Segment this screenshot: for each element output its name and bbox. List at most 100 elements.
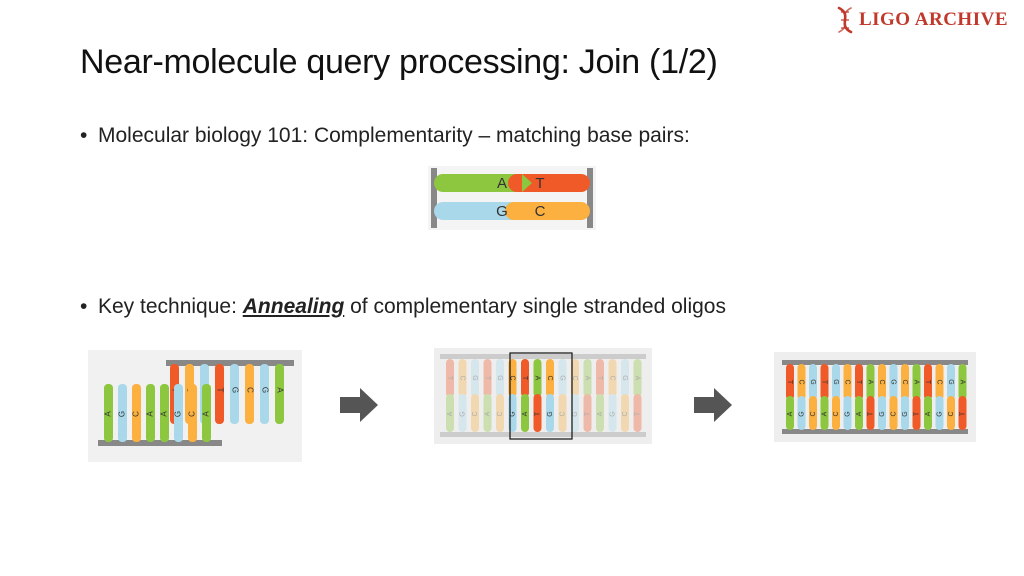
base-pair: AT	[533, 359, 542, 432]
base-pair: TA	[483, 359, 492, 432]
base-letter: G	[902, 411, 909, 416]
base-letter: T	[913, 411, 920, 416]
base-letter: C	[622, 411, 629, 416]
base-letter: G	[947, 379, 954, 384]
base-letter: T	[535, 175, 544, 192]
base-A	[521, 394, 529, 432]
frame-bar	[431, 168, 437, 228]
base-letter: G	[809, 379, 816, 384]
base-letter: A	[584, 376, 591, 381]
base-letter: C	[936, 379, 943, 384]
base-letter: C	[188, 411, 197, 417]
base-letter: G	[572, 411, 579, 416]
base-letter: A	[959, 380, 966, 385]
base-letter: C	[948, 411, 955, 416]
frame-bar	[587, 168, 593, 228]
base-letter: A	[522, 411, 529, 416]
base-A	[483, 394, 492, 432]
bullet-annealing: • Key technique: Annealing of complement…	[80, 295, 726, 319]
base-A	[633, 359, 642, 397]
base-G	[496, 359, 504, 397]
base-G	[434, 202, 530, 220]
base-pair: TA	[521, 359, 529, 432]
base-letter: A	[484, 411, 491, 416]
base-A	[202, 384, 211, 442]
base-letter: T	[596, 376, 603, 381]
base-letter: C	[472, 411, 479, 416]
base-letter: A	[867, 380, 874, 385]
base-C	[496, 394, 504, 432]
base-letter: A	[634, 376, 641, 381]
base-letter: A	[202, 411, 211, 417]
base-T	[446, 359, 454, 397]
base-G	[621, 359, 629, 397]
base-G	[260, 364, 269, 424]
base-notch	[505, 202, 523, 220]
base-A	[446, 394, 454, 432]
base-G	[832, 364, 840, 400]
base-C	[797, 364, 806, 400]
base-G	[546, 394, 554, 432]
base-G	[571, 394, 579, 432]
base-C	[832, 396, 840, 430]
base-C	[471, 394, 479, 432]
base-letter: T	[786, 380, 793, 385]
bullet-emphasis-annealing: Annealing	[242, 295, 345, 318]
base-letter: A	[275, 387, 284, 393]
base-A	[820, 396, 829, 430]
base-letter: G	[547, 411, 554, 416]
base-C	[571, 359, 579, 397]
base-letter: C	[609, 375, 616, 380]
base-letter: T	[446, 376, 453, 381]
base-T	[596, 359, 604, 397]
base-letter: C	[890, 411, 897, 416]
bullet-prefix: Key technique:	[98, 295, 243, 318]
base-notch	[522, 174, 532, 192]
base-pair: CG	[458, 359, 467, 432]
base-letter: G	[832, 379, 839, 384]
base-A	[583, 359, 592, 397]
base-letter: C	[844, 379, 851, 384]
base-letter: A	[534, 376, 541, 381]
base-G	[797, 396, 806, 430]
base-letter: G	[844, 411, 851, 416]
base-G	[471, 359, 479, 397]
base-C	[558, 394, 567, 432]
base-G	[889, 364, 898, 400]
base-letter: T	[215, 388, 224, 393]
base-C	[546, 359, 554, 397]
base-letter: T	[634, 411, 641, 416]
base-C	[889, 396, 898, 430]
base-letter: C	[546, 375, 553, 380]
base-T	[483, 359, 492, 397]
base-pair: GC	[496, 359, 504, 432]
base-A	[786, 396, 794, 430]
base-letter: G	[559, 375, 566, 380]
bullet-text: Molecular biology 101: Complementarity –…	[98, 124, 690, 147]
base-letter: G	[496, 203, 508, 220]
base-letter: A	[925, 411, 932, 416]
base-pair: AT	[633, 359, 642, 432]
base-letter: C	[901, 379, 908, 384]
base-A	[912, 364, 921, 400]
base-letter: C	[798, 379, 805, 384]
base-G	[935, 396, 944, 430]
base-letter: A	[787, 411, 794, 416]
base-letter: C	[571, 375, 578, 380]
slide-title: Near-molecule query processing: Join (1/…	[80, 43, 718, 81]
base-T	[924, 364, 932, 400]
base-C	[809, 396, 817, 430]
base-letter: T	[867, 411, 874, 416]
base-pair: CG	[608, 359, 617, 432]
bullet-marker: •	[80, 295, 88, 318]
base-C	[458, 359, 467, 397]
arrow-right-icon	[340, 388, 378, 422]
base-T	[786, 364, 794, 400]
focus-box	[509, 352, 573, 440]
base-pair: CG	[571, 359, 579, 432]
strand-backbone	[782, 360, 968, 365]
base-letter: G	[621, 375, 628, 380]
base-pair: TA	[446, 359, 454, 432]
base-letter: G	[230, 387, 239, 393]
